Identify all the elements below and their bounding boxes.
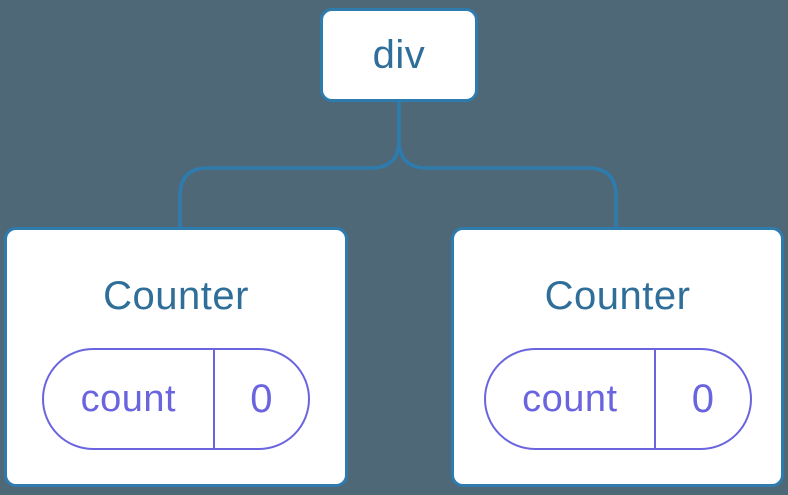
state-value-cell: 0 (215, 350, 308, 448)
state-value-cell: 0 (656, 350, 749, 448)
state-pill: count 0 (42, 348, 310, 450)
component-title: Counter (544, 274, 691, 318)
component-title: Counter (103, 274, 249, 318)
component-node-counter-left: Counter count 0 (4, 227, 348, 487)
state-value: 0 (691, 376, 715, 421)
state-key-cell: count (486, 350, 657, 448)
tree-node-div: div (320, 8, 478, 102)
component-node-counter-right: Counter count 0 (451, 227, 784, 487)
connector-to-right-child (397, 102, 618, 227)
state-value: 0 (250, 376, 273, 421)
state-key-label: count (522, 377, 618, 420)
state-pill: count 0 (483, 348, 752, 450)
connector-to-left-child (178, 102, 401, 227)
state-key-cell: count (44, 350, 215, 448)
root-node-label: div (372, 32, 426, 77)
state-key-label: count (80, 377, 177, 420)
